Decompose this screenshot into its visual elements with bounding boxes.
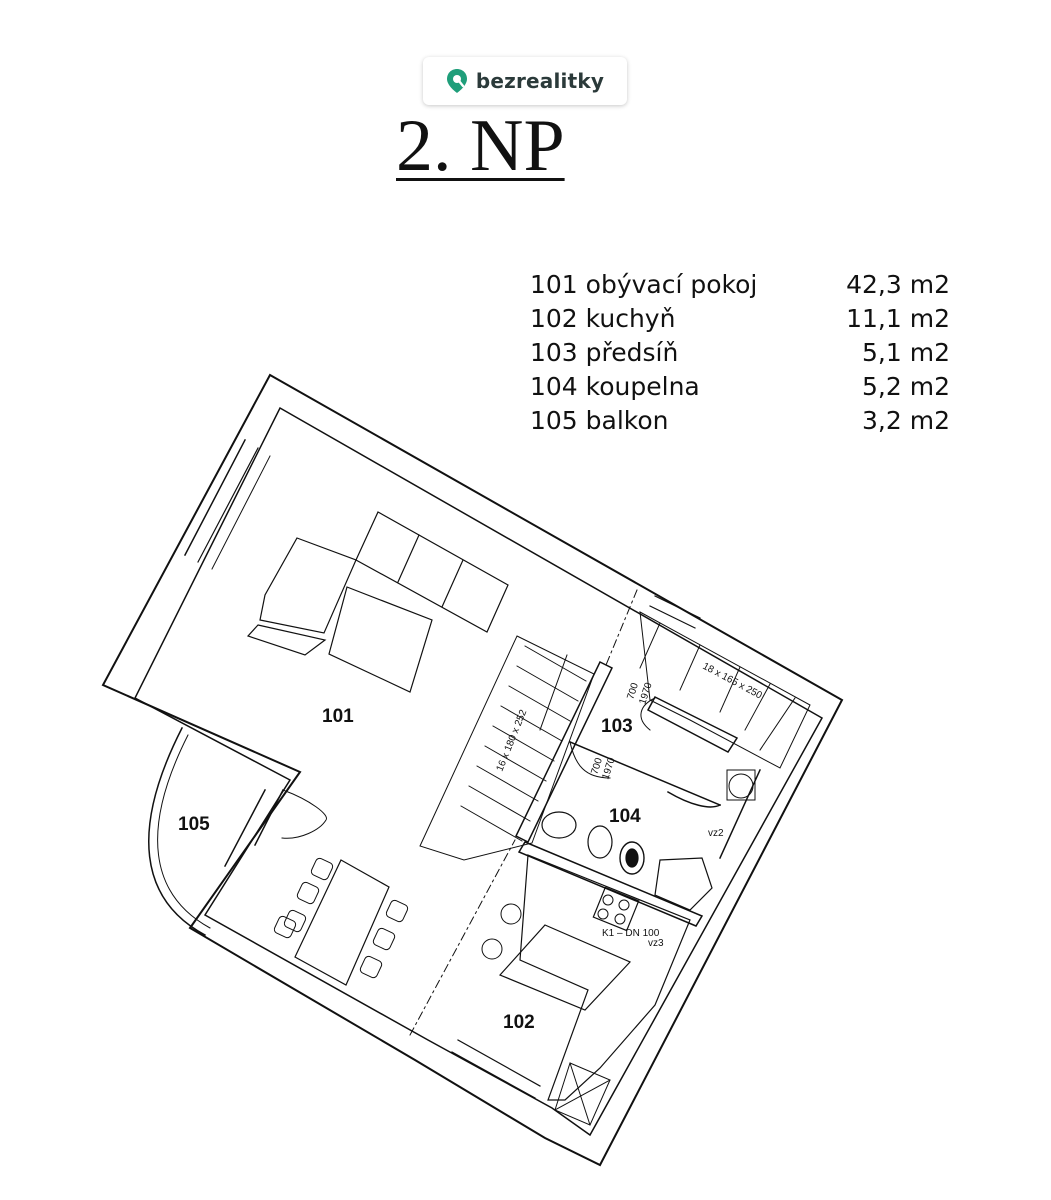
kitchen-counter [519,854,691,1101]
door-swing [640,697,656,731]
room-boundary [409,839,516,1036]
bidet [619,841,645,875]
chair [372,927,396,951]
logo-badge[interactable]: bezrealitky [423,57,627,105]
fixture-label: vz2 [708,828,724,839]
dining-table [294,859,390,986]
legend-room-area: 11,1 m2 [846,304,950,333]
legend-room-label: 102 kuchyň [530,304,676,333]
chair [385,899,409,923]
legend-room-area: 42,3 m2 [846,270,950,299]
map-pin-icon [446,69,467,93]
legend-row: 101 obývací pokoj 42,3 m2 [530,268,950,302]
legend-row: 102 kuchyň 11,1 m2 [530,302,950,336]
fixture-label: vz3 [648,938,664,949]
stair-dimension-label: 16 x 180 x 252 [495,708,530,773]
chair [296,881,320,905]
room-101-label: 101 [322,706,354,727]
window [211,455,271,570]
legend-room-area: 5,1 m2 [862,338,950,367]
window [654,595,701,619]
door-swing [666,790,722,808]
staircase [419,635,595,861]
window [457,1039,541,1087]
toilet [587,825,613,859]
room-105-label: 105 [178,814,210,835]
partition-wall [517,841,704,927]
logo-text: bezrealitky [475,69,605,93]
window [183,438,247,557]
door-swing [281,789,327,839]
door-dimension-label: 700 [589,756,605,776]
partition-wall [515,660,613,844]
cooktop [592,886,640,932]
partition-wall [719,769,761,859]
outer-wall [101,373,844,1167]
coffee-table [328,586,433,693]
room-103-label: 103 [601,716,633,737]
staircase [639,611,811,769]
washbasin [541,811,577,839]
legend-row: 104 koupelna 5,2 m2 [530,370,950,404]
chair [273,915,297,939]
burner [602,894,614,906]
chair [283,909,307,933]
chair [359,955,383,979]
chair [310,857,334,881]
burner [614,913,626,925]
sofa [246,511,509,656]
washing-machine [726,769,756,801]
legend-room-label: 104 koupelna [530,372,700,401]
washing-machine [728,773,754,799]
room-104-label: 104 [609,806,641,827]
burner [597,908,609,920]
floor-title: 2. NP [396,105,565,187]
bar-stool [500,903,522,925]
burner [618,899,630,911]
kitchen-island [498,924,632,1011]
legend-row: 105 balkon 3,2 m2 [530,404,950,438]
inner-wall [134,406,824,1137]
legend-room-label: 105 balkon [530,406,669,435]
bar-stool [481,938,503,960]
legend-row: 103 předsíň 5,1 m2 [530,336,950,370]
door-swing [569,741,611,779]
window [197,447,259,563]
window [649,605,696,629]
partition-wall [569,741,721,806]
door-dimension-label: 700 [625,681,641,701]
room-102-label: 102 [503,1012,535,1033]
balcony [148,726,207,937]
shower [654,857,713,911]
door [253,788,285,847]
window [451,1051,536,1099]
legend-room-area: 3,2 m2 [862,406,950,435]
legend-room-label: 101 obývací pokoj [530,270,758,299]
room-legend: 101 obývací pokoj 42,3 m2 102 kuchyň 11,… [530,268,950,438]
door [223,788,267,868]
legend-room-label: 103 předsíň [530,338,679,367]
fixture-label: K1 – DN 100 [602,928,660,939]
legend-room-area: 5,2 m2 [862,372,950,401]
balcony [157,734,211,929]
partition-wall [646,696,739,753]
room-boundary [605,589,638,666]
